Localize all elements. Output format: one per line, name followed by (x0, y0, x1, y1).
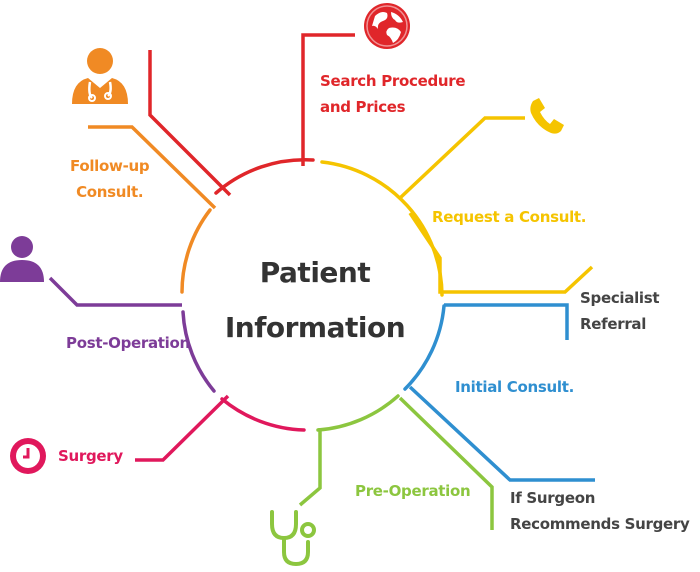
label-surgeon-line1: If Surgeon (510, 489, 596, 507)
connector-search (301, 33, 355, 166)
connector-request-low (408, 212, 594, 294)
connector-surgeon (408, 385, 595, 482)
connector-followup (88, 125, 217, 210)
ring-arc-pink (220, 397, 306, 432)
label-followup-line2: Consult. (76, 183, 144, 201)
clock-icon (10, 438, 46, 474)
globe-icon (364, 3, 410, 49)
label-follow-up: Follow-up Consult. (70, 153, 150, 205)
connector-stetho (298, 428, 322, 507)
label-pre-operation: Pre-Operation (355, 482, 471, 500)
label-if-surgeon: If Surgeon Recommends Surgery (510, 485, 690, 537)
connector-specialist (444, 303, 569, 340)
label-specialist-referral: Specialist Referral (580, 285, 660, 337)
ring-arc-red (214, 158, 315, 195)
label-request-consult: Request a Consult. (432, 208, 587, 226)
ring-arc-orange (180, 208, 212, 294)
label-initial-consult: Initial Consult. (455, 378, 575, 396)
ring-arc-blue (403, 304, 446, 391)
center-title-line2: Information (224, 311, 406, 344)
label-followup-line1: Follow-up (70, 157, 150, 175)
label-search-line2: and Prices (320, 98, 406, 116)
phone-icon (530, 98, 564, 134)
ring-arc-green (316, 394, 400, 432)
stethoscope-icon (270, 510, 316, 567)
label-post-operation: Post-Operation (66, 334, 190, 352)
doctor-icon (72, 48, 128, 104)
connector-surgery (135, 394, 230, 462)
label-search-procedure: Search Procedure and Prices (320, 68, 466, 120)
connector-search-inner (148, 50, 232, 197)
label-search-line1: Search Procedure (320, 72, 466, 90)
connector-request (398, 116, 525, 200)
label-specialist-line1: Specialist (580, 289, 660, 307)
ring-arc-purple (181, 310, 216, 393)
center-title-line1: Patient (259, 256, 371, 289)
connector-preop (398, 396, 494, 530)
label-surgery: Surgery (58, 447, 123, 465)
label-specialist-line2: Referral (580, 315, 647, 333)
connector-postop (48, 276, 182, 307)
label-surgeon-line2: Recommends Surgery (510, 515, 690, 533)
user-icon (0, 236, 44, 282)
